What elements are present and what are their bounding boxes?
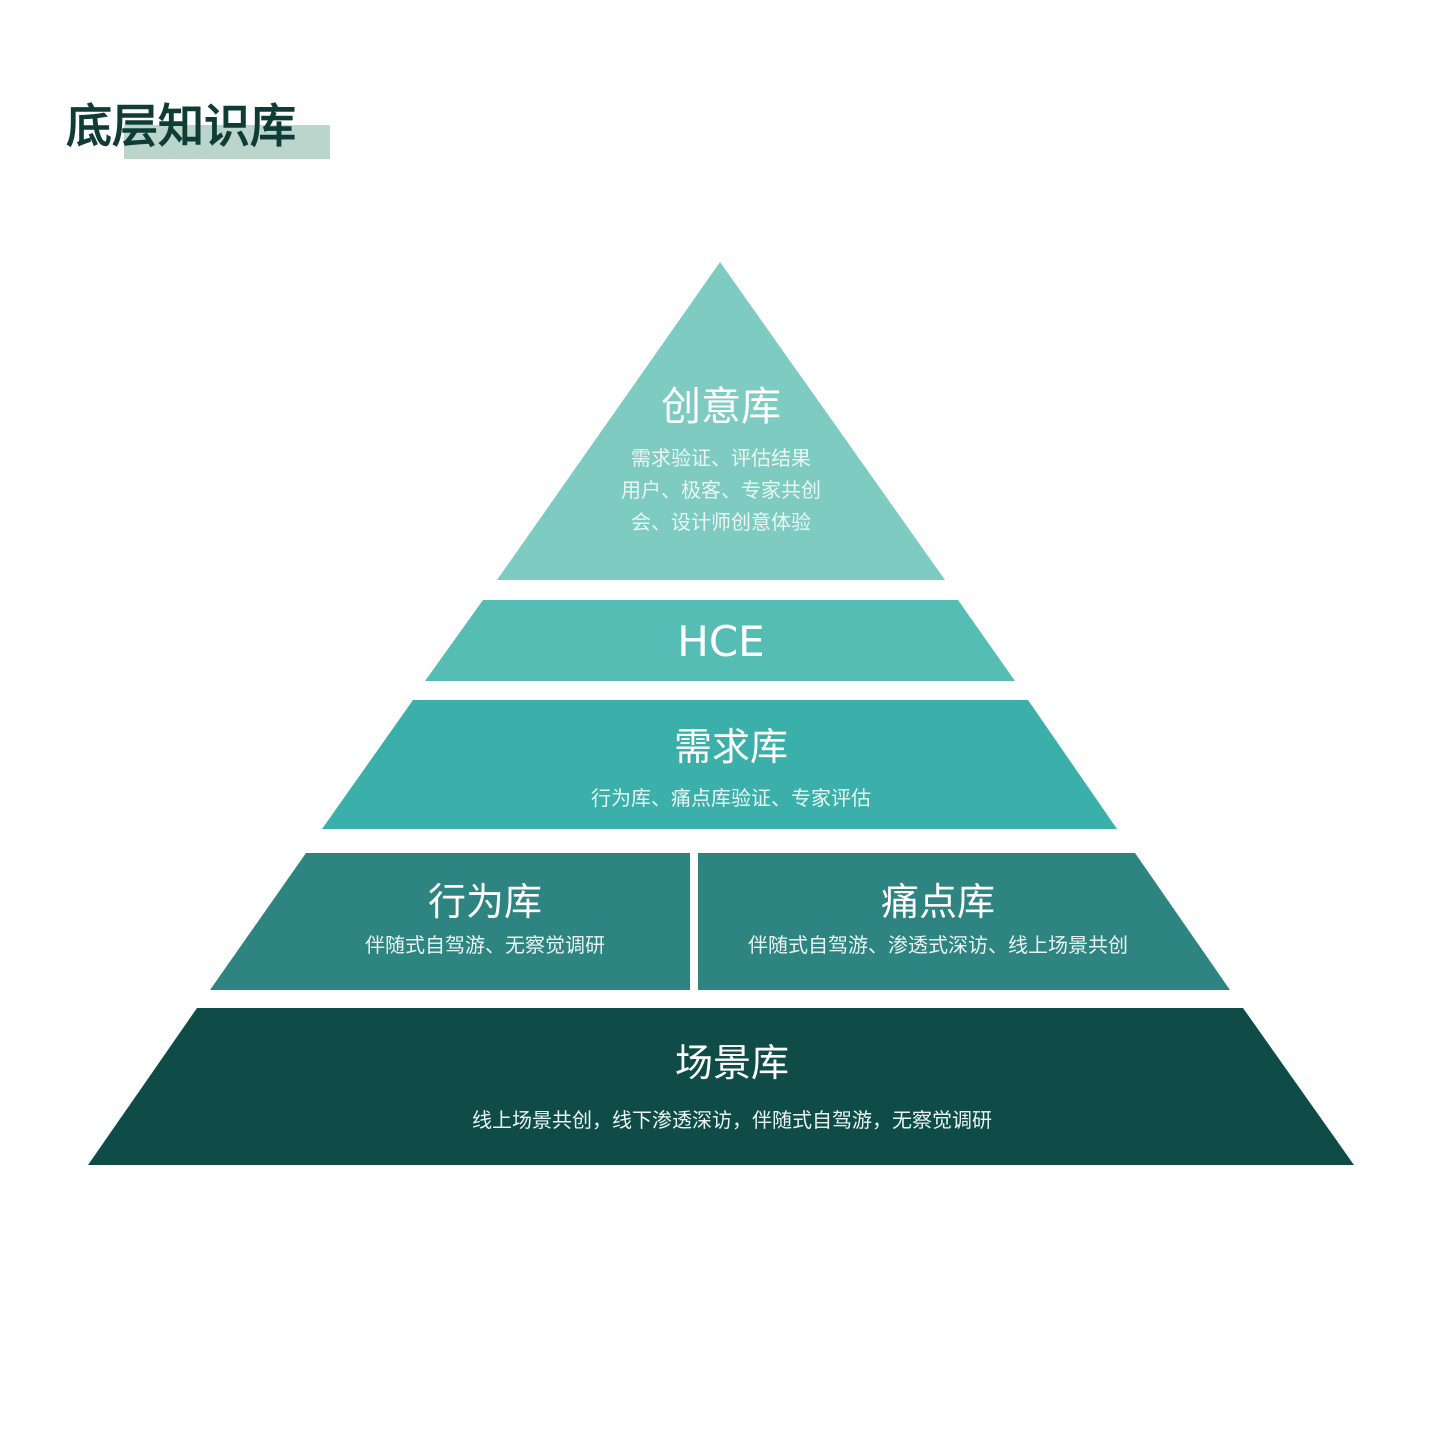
behavior-library-desc: 伴随式自驾游、无察觉调研: [365, 933, 605, 957]
painpoint-library-name: 痛点库: [880, 880, 995, 924]
pyramid-level-behavior: [210, 853, 690, 990]
pyramid-level-demand: [322, 700, 1117, 829]
hce-name: HCE: [677, 617, 765, 666]
page-title: 底层知识库: [66, 98, 336, 168]
demand-library-name: 需求库: [673, 725, 788, 769]
hce-label: HCE: [677, 617, 764, 667]
scenario-library-desc: 线上场景共创，线下渗透深访，伴随式自驾游，无察觉调研: [472, 1108, 992, 1132]
creative-library-desc-3: 会、设计师创意体验: [631, 510, 811, 534]
page-title-text: 底层知识库: [66, 99, 296, 153]
pyramid-level-hce: [425, 600, 1015, 681]
title-highlight-bar: [124, 125, 330, 159]
demand-library-label: 需求库 行为库、痛点库验证、专家评估: [591, 724, 871, 814]
creative-library-label: 创意库 需求验证、评估结果 用户、极客、专家共创 会、设计师创意体验: [621, 382, 821, 538]
scenario-library-name: 场景库: [674, 1041, 789, 1085]
behavior-library-label: 行为库 伴随式自驾游、无察觉调研: [365, 879, 605, 961]
creative-library-name: 创意库: [661, 384, 781, 430]
scenario-library-label: 场景库 线上场景共创，线下渗透深访，伴随式自驾游，无察觉调研: [472, 1040, 992, 1136]
painpoint-library-desc: 伴随式自驾游、渗透式深访、线上场景共创: [748, 933, 1128, 957]
pyramid-level-scenario: [88, 1008, 1354, 1165]
demand-library-desc: 行为库、痛点库验证、专家评估: [591, 786, 871, 810]
painpoint-library-label: 痛点库 伴随式自驾游、渗透式深访、线上场景共创: [748, 879, 1128, 961]
creative-library-desc-2: 用户、极客、专家共创: [621, 478, 821, 502]
behavior-library-name: 行为库: [427, 880, 542, 924]
pyramid-level-creative: [497, 262, 945, 580]
pyramid-level-painpoint: [698, 853, 1230, 990]
creative-library-desc-1: 需求验证、评估结果: [631, 446, 811, 470]
